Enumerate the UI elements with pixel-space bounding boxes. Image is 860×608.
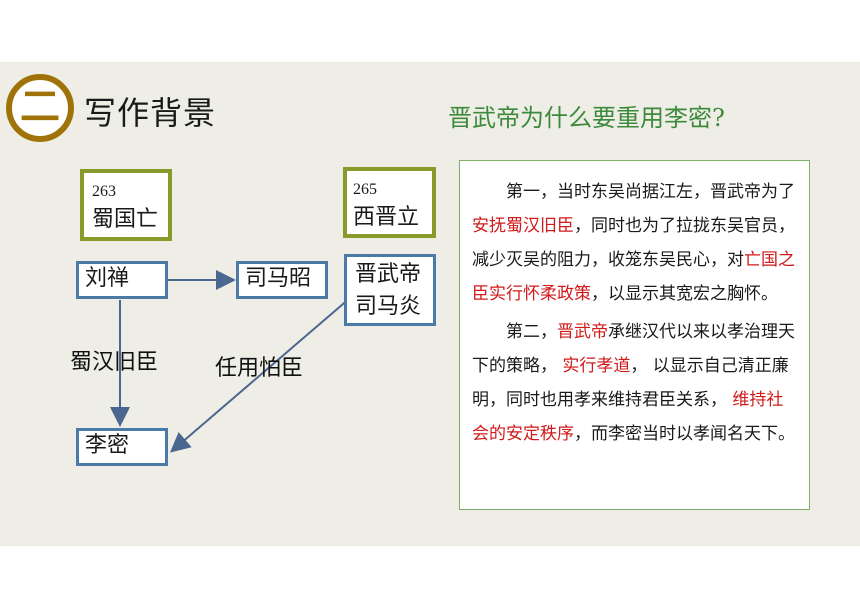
node-liushan: 刘禅 xyxy=(76,261,168,299)
timeline-year: 263 xyxy=(92,183,116,200)
section-title: 写作背景 xyxy=(84,94,217,132)
paragraph-text: 第一，当时东吴尚据江左，晋武帝为了 xyxy=(506,182,795,202)
edge-label-shuhan: 蜀汉旧臣 xyxy=(70,350,159,375)
timeline-year: 265 xyxy=(353,181,377,198)
highlighted-text: 晋武帝 xyxy=(557,322,608,342)
section-number-badge: 二 xyxy=(6,74,74,142)
highlighted-text: 安抚蜀汉旧臣 xyxy=(472,216,574,236)
paragraph-text: ，以显示其宽宏之胸怀。 xyxy=(591,284,778,304)
node-jinwudi-name: 司马炎 xyxy=(355,294,422,319)
timeline-box-263: 263 蜀国亡 xyxy=(80,169,172,241)
explanation-paragraph-2: 第二，晋武帝承继汉代以来以孝治理天下的策略， 实行孝道， 以显示自己清正廉明，同… xyxy=(472,315,799,451)
paragraph-text: ，同时也为了拉拢东吴官员，减少灭吴的阻力，收笼东吴民心，对 xyxy=(472,216,795,270)
explanation-panel: 第一，当时东吴尚据江左，晋武帝为了安抚蜀汉旧臣，同时也为了拉拢东吴官员，减少灭吴… xyxy=(459,160,810,510)
paragraph-text: 承继汉代以来以孝治理天下的策略， xyxy=(472,322,795,376)
node-jinwudi-title: 晋武帝 xyxy=(355,262,422,287)
timeline-event: 西晋立 xyxy=(353,205,420,230)
paragraph-text: ， 以显示自己清正廉明，同时也用孝来维持君臣关系， xyxy=(472,356,789,410)
highlighted-text: 实行孝道 xyxy=(562,356,631,376)
node-jinwudi: 晋武帝 司马炎 xyxy=(344,254,436,326)
arrow-jinwudi-to-limi xyxy=(169,297,351,453)
edge-label-renyong: 任用怕臣 xyxy=(215,356,304,381)
node-limi: 李密 xyxy=(76,428,168,466)
explanation-paragraph-1: 第一，当时东吴尚据江左，晋武帝为了安抚蜀汉旧臣，同时也为了拉拢东吴官员，减少灭吴… xyxy=(472,175,799,311)
timeline-event: 蜀国亡 xyxy=(92,207,159,232)
section-number: 二 xyxy=(20,84,60,130)
highlighted-text: 亡国之臣实行怀柔政策 xyxy=(472,250,795,304)
question-heading: 晋武帝为什么要重用李密? xyxy=(448,104,725,132)
paragraph-text: 第二， xyxy=(506,322,557,342)
node-simazhao: 司马昭 xyxy=(236,261,328,299)
timeline-box-265: 265 西晋立 xyxy=(343,167,436,238)
highlighted-text: 维持社会的安定秩序 xyxy=(472,390,784,444)
paragraph-text: ，而李密当时以孝闻名天下。 xyxy=(574,424,795,444)
